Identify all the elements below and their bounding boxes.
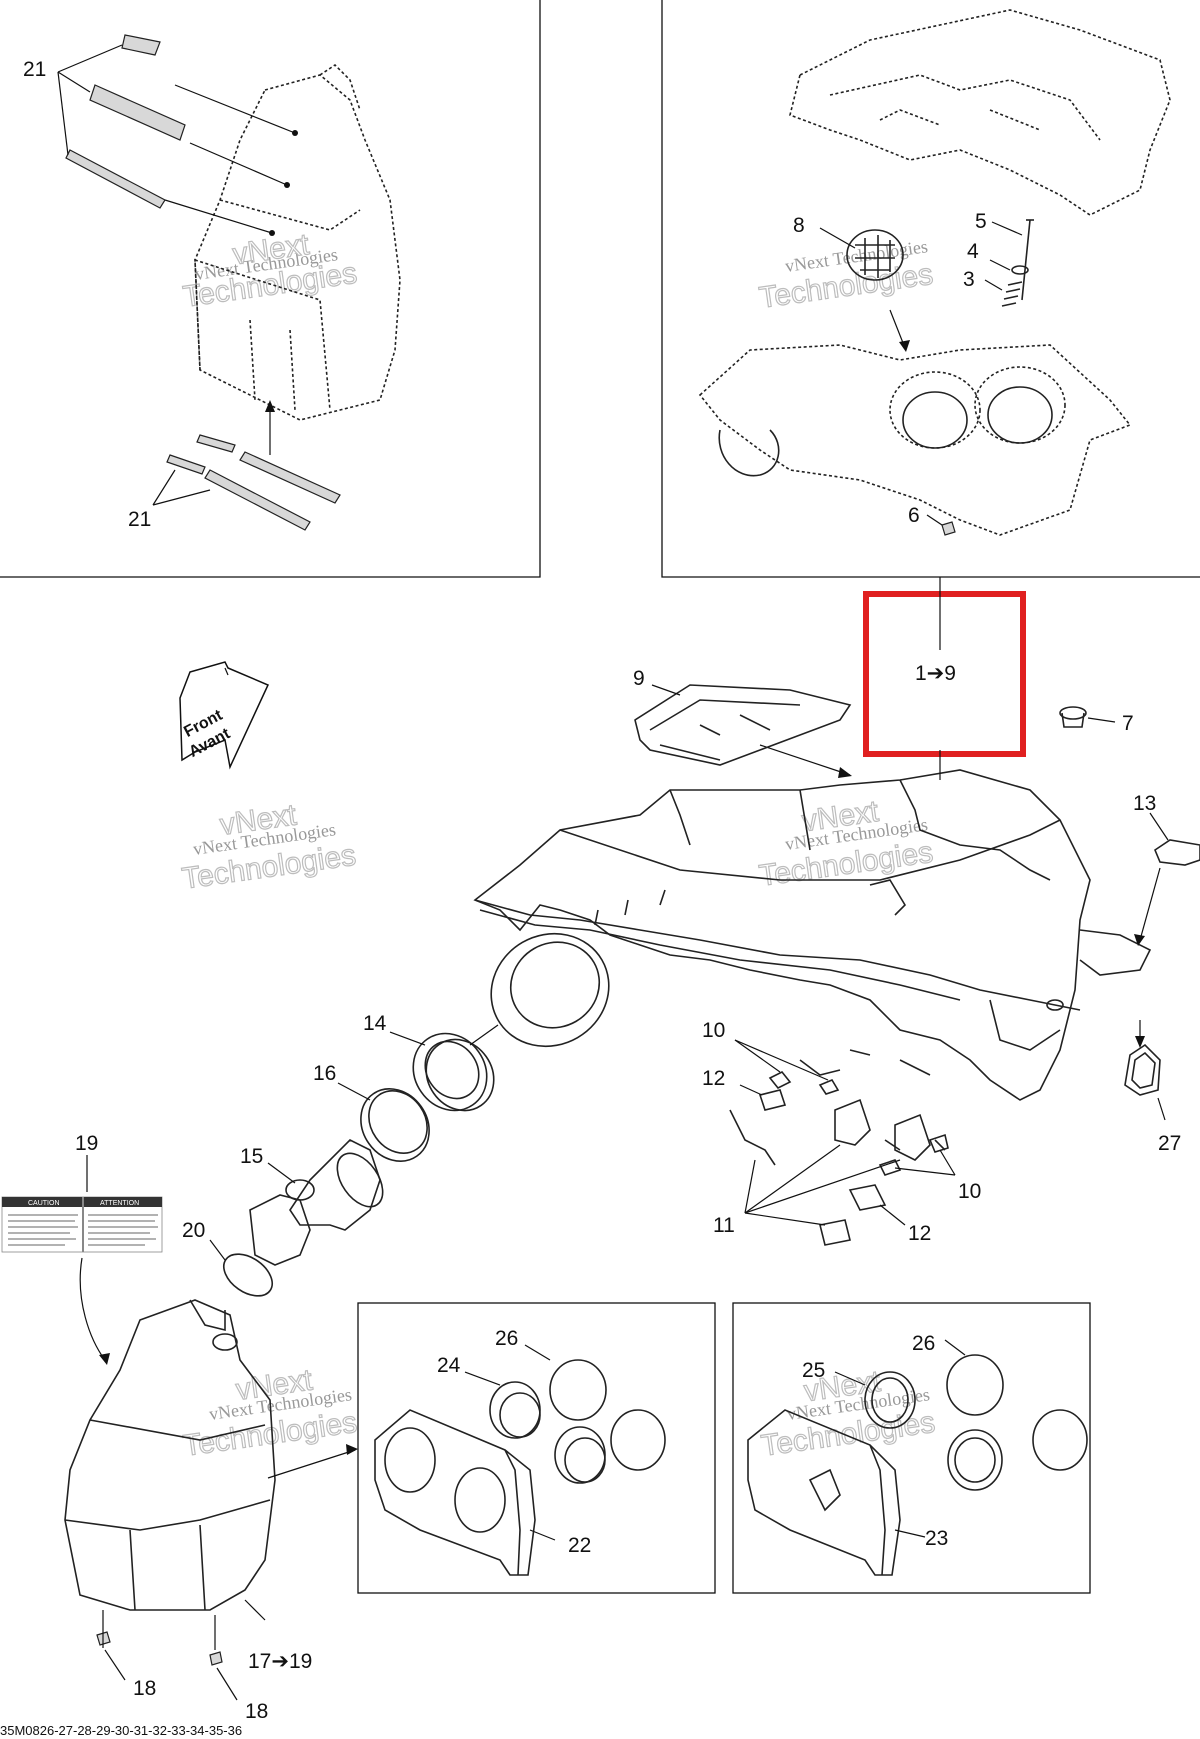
callout-13: 13 — [1133, 792, 1156, 815]
callout-23: 23 — [925, 1527, 948, 1550]
callout-1-9: 1➔9 — [915, 662, 956, 685]
callout-10: 10 — [702, 1019, 725, 1042]
part-7-plug — [1059, 706, 1116, 728]
callout-24: 24 — [437, 1354, 461, 1377]
callout-3: 3 — [963, 268, 975, 291]
callout-21: 21 — [128, 508, 151, 531]
inset-frame-bottom-center — [357, 1302, 716, 1594]
callout-26: 26 — [495, 1327, 518, 1350]
parts-10-11-12-clamps — [729, 1039, 956, 1246]
inset-frame-bottom-right — [732, 1302, 1091, 1594]
callout-20: 20 — [182, 1219, 205, 1242]
silencer-housing-bottom — [64, 1299, 358, 1701]
callout-labels: 21 21 8 5 4 3 6 9 7 13 14 16 15 19 20 10… — [23, 58, 1181, 1723]
air-box-main-assembly — [473, 744, 1152, 1101]
callout-17-19: 17➔19 — [248, 1650, 312, 1673]
callout-12: 12 — [702, 1067, 725, 1090]
watermark-group: vNext Technologies Technologies vNext vN… — [179, 227, 937, 1463]
bracket-23-inset — [747, 1339, 1088, 1576]
callout-9: 9 — [633, 667, 645, 690]
callout-8: 8 — [793, 214, 805, 237]
part-13-clip — [1134, 812, 1200, 946]
bracket-22-inset — [374, 1344, 666, 1576]
highlight-box — [863, 591, 1026, 757]
attention-label: ATTENTION — [100, 1200, 139, 1207]
part-9-cover — [634, 684, 852, 766]
callout-27: 27 — [1158, 1132, 1181, 1155]
callout-22: 22 — [568, 1534, 591, 1557]
callout-6: 6 — [908, 504, 920, 527]
inset-frame-top-right — [661, 0, 1200, 578]
callout-7: 7 — [1122, 712, 1134, 735]
part-19-label: CAUTION ATTENTION — [1, 1155, 163, 1365]
footer-code: 35M0826-27-28-29-30-31-32-33-34-35-36 — [0, 1723, 242, 1738]
silencer-assembly-inset — [698, 9, 1171, 650]
callout-19: 19 — [75, 1132, 98, 1155]
front-arrow: Front Avant — [179, 661, 270, 770]
callout-12: 12 — [908, 1222, 931, 1245]
callout-11: 11 — [713, 1214, 735, 1237]
callout-4: 4 — [967, 240, 979, 263]
callout-26: 26 — [912, 1332, 935, 1355]
inset-frame-top-left — [0, 0, 541, 578]
callout-18: 18 — [133, 1677, 156, 1700]
callout-15: 15 — [240, 1145, 263, 1168]
callout-14: 14 — [363, 1012, 387, 1035]
callout-10: 10 — [958, 1180, 981, 1203]
callout-18: 18 — [245, 1700, 268, 1723]
callout-25: 25 — [802, 1359, 825, 1382]
callout-21: 21 — [23, 58, 46, 81]
parts-14-15-16-duct — [209, 1024, 499, 1297]
caution-label: CAUTION — [28, 1200, 60, 1207]
part-27-gasket — [1124, 1020, 1166, 1121]
callout-5: 5 — [975, 210, 987, 233]
callout-16: 16 — [313, 1062, 336, 1085]
silencer-housing-inset — [57, 34, 401, 531]
